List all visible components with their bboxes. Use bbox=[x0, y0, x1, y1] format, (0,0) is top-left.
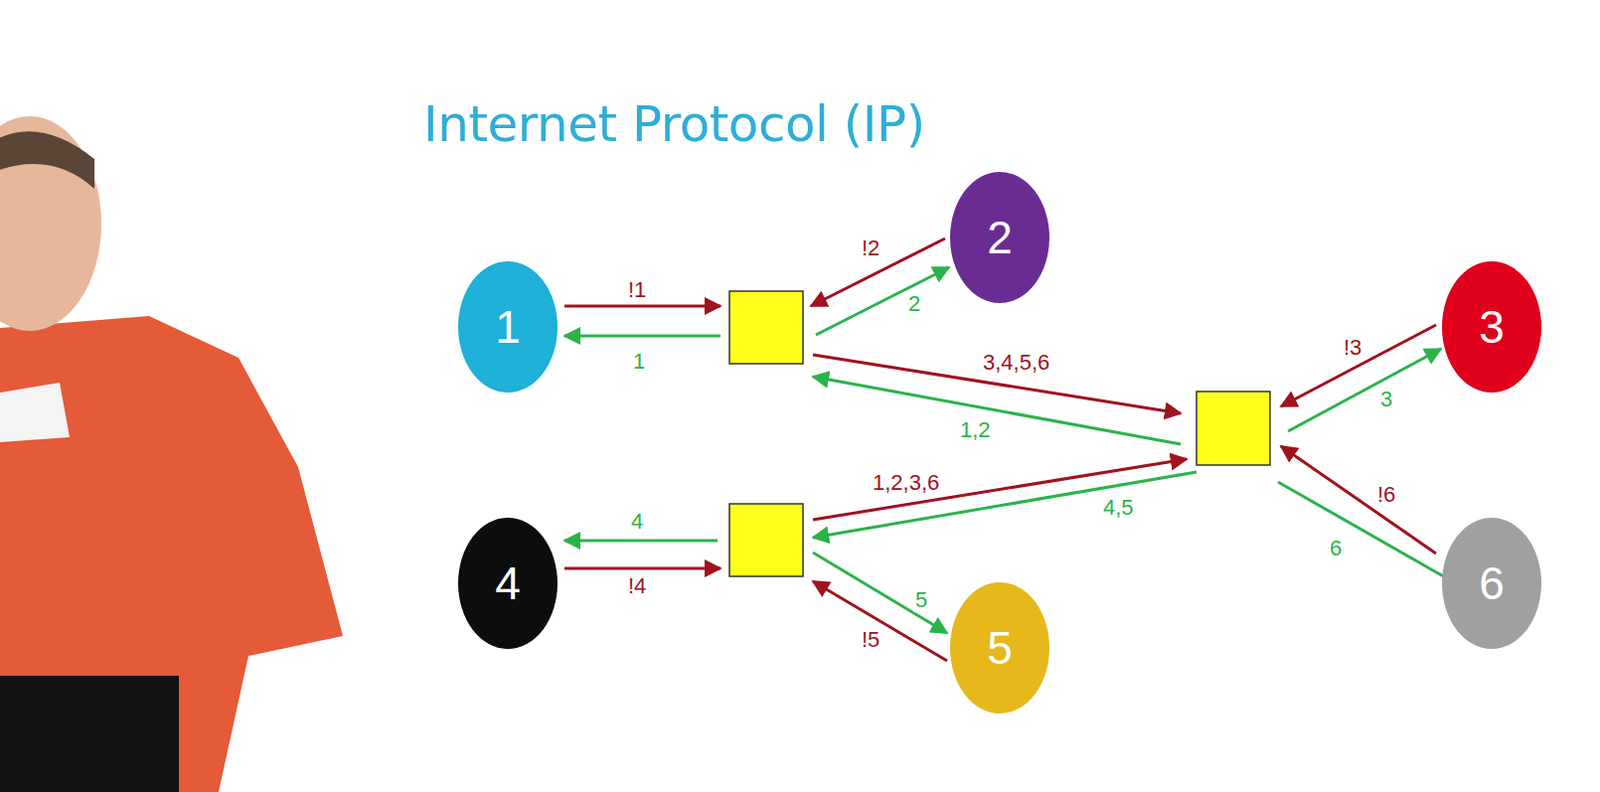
packet-label: !5 bbox=[859, 628, 882, 652]
packet-label: !4 bbox=[626, 574, 648, 599]
presenter bbox=[0, 116, 343, 792]
packet-label: 2 bbox=[906, 292, 923, 317]
host-number: 5 bbox=[986, 625, 1013, 671]
packet-label: 4 bbox=[629, 509, 645, 534]
host-circle: 6 bbox=[1441, 517, 1542, 649]
host-number: 3 bbox=[1478, 304, 1505, 350]
router-square bbox=[729, 291, 803, 364]
packet-label: 3,4,5,6 bbox=[980, 350, 1052, 375]
packet-label: 4,5 bbox=[1101, 495, 1136, 520]
packet-label: !6 bbox=[1375, 482, 1398, 507]
packet-label: 1,2 bbox=[958, 418, 993, 443]
packet-label: 6 bbox=[1327, 536, 1344, 561]
host-circle: 1 bbox=[458, 261, 558, 393]
router-square bbox=[1196, 391, 1271, 466]
packet-label: !1 bbox=[626, 278, 648, 303]
host-number: 2 bbox=[986, 214, 1013, 261]
host-number: 1 bbox=[494, 304, 521, 350]
packet-label: 1,2,3,6 bbox=[870, 471, 942, 495]
packet-label: 5 bbox=[913, 588, 930, 613]
packet-label: 1 bbox=[631, 349, 647, 374]
title: Internet Protocol (IP) bbox=[423, 95, 926, 154]
host-circle: 3 bbox=[1441, 261, 1542, 393]
router-square bbox=[729, 503, 803, 577]
packet-label: !3 bbox=[1341, 335, 1364, 360]
host-circle: 4 bbox=[458, 517, 558, 649]
host-circle: 2 bbox=[950, 171, 1050, 304]
host-number: 6 bbox=[1478, 560, 1505, 607]
host-number: 4 bbox=[494, 560, 521, 607]
host-circle: 5 bbox=[950, 582, 1050, 714]
packet-label: !2 bbox=[859, 236, 882, 261]
packet-label: 3 bbox=[1378, 387, 1395, 412]
